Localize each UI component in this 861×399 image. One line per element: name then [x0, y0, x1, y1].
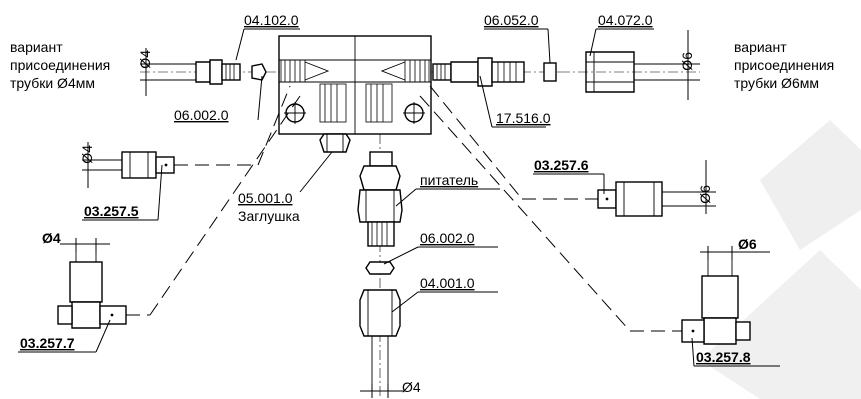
- dimension-d4-top: Ø4: [137, 48, 160, 96]
- note-right-line-3: трубки Ø6мм: [734, 75, 819, 91]
- note-left-line-3: трубки Ø4мм: [10, 75, 95, 91]
- note-right-variant: вариант присоединения трубки Ø6мм: [734, 39, 834, 91]
- fitting-17-516-0-part: [431, 57, 560, 87]
- plug-05-001-0-part: [319, 133, 351, 153]
- fitting-04-072-0-part: [560, 51, 700, 93]
- watermark-logo: [700, 120, 861, 399]
- note-right-line-2: присоединения: [734, 57, 834, 73]
- dimension-d6-top: Ø6: [679, 30, 700, 100]
- dimension-d4-elbow-left: Ø4: [42, 230, 110, 252]
- label-03-257-8: 03.257.8: [696, 349, 751, 365]
- label-04-102-0: 04.102.0: [244, 12, 299, 28]
- label-plug: Заглушка: [238, 208, 300, 224]
- fitting-03-257-5-part: [92, 151, 258, 179]
- fitting-04-102-0-part: [140, 59, 280, 85]
- label-03-257-7: 03.257.7: [20, 335, 75, 351]
- leader-lines: [18, 28, 780, 367]
- dim-d6-top-text: Ø6: [679, 52, 695, 71]
- note-left-line-2: присоединения: [10, 57, 110, 73]
- connection-lines: [149, 85, 631, 332]
- dimension-d4-left: Ø4: [79, 142, 98, 188]
- label-06-052-0: 06.052.0: [484, 12, 539, 28]
- feeder-assembly: [357, 134, 403, 399]
- dim-d4-elbow-left-text: Ø4: [42, 230, 61, 246]
- distributor-block: [278, 35, 432, 135]
- elbow-03-257-8-part: [630, 252, 751, 345]
- dimension-d4-bottom: Ø4: [360, 379, 421, 398]
- dim-d6-right-text: Ø6: [697, 185, 713, 204]
- note-left-variant: вариант присоединения трубки Ø4мм: [10, 39, 110, 91]
- label-03-257-6: 03.257.6: [534, 157, 589, 173]
- elbow-03-257-7-part: [57, 244, 150, 329]
- label-06-002-0-top: 06.002.0: [174, 107, 229, 123]
- label-03-257-5: 03.257.5: [84, 203, 139, 219]
- label-06-002-0-mid: 06.002.0: [420, 230, 475, 246]
- dim-d4-bottom-text: Ø4: [402, 379, 421, 395]
- label-feeder: питатель: [420, 172, 478, 188]
- dim-d6-elbow-right-text: Ø6: [738, 236, 757, 252]
- fitting-03-257-6-part: [522, 181, 710, 217]
- part-labels: 04.102.0 06.052.0 04.072.0 06.002.0 17.5…: [20, 12, 751, 365]
- note-left-line-1: вариант: [10, 39, 63, 55]
- dim-d4-top-text: Ø4: [137, 50, 153, 69]
- ring-06-052-0-part: [543, 62, 557, 82]
- note-right-line-1: вариант: [734, 39, 787, 55]
- label-17-516-0: 17.516.0: [496, 110, 551, 126]
- dimension-d6-elbow-right: Ø6: [700, 236, 770, 260]
- dimension-d6-right: Ø6: [697, 160, 716, 214]
- label-04-001-0: 04.001.0: [420, 275, 475, 291]
- label-04-072-0: 04.072.0: [598, 12, 653, 28]
- dim-d4-left-text: Ø4: [79, 145, 95, 164]
- label-05-001-0: 05.001.0: [238, 190, 293, 206]
